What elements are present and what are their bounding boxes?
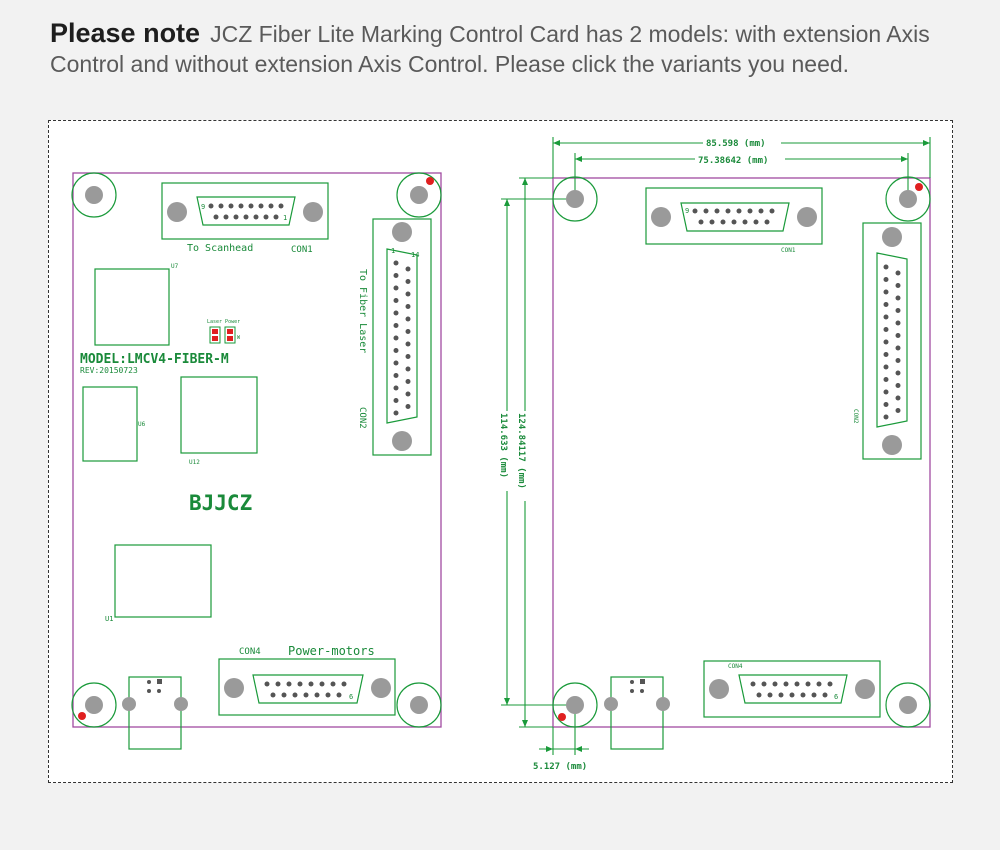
right-con4-connector: 6 CON4 <box>703 660 881 718</box>
left-brand-text: BJJCZ <box>189 491 252 515</box>
left-u1-label: U1 <box>105 615 113 623</box>
right-con2-connector: CON2 <box>852 222 922 460</box>
left-con1-pin1: 1 <box>283 214 287 222</box>
right-dim-offset-text: 5.127 (mm) <box>533 762 587 772</box>
note-text: JCZ Fiber Lite Marking Control Card has … <box>50 21 930 77</box>
left-led-small-label: W <box>237 335 241 341</box>
right-con1-pin9: 9 <box>685 207 689 215</box>
left-con4-caption: Power-motors <box>288 644 375 658</box>
right-dim-height-outer: 114.633 (mm) <box>498 198 575 706</box>
right-mounting-hole-tr <box>885 176 931 222</box>
left-mounting-hole-tr <box>396 172 442 218</box>
left-rev-text: REV:20150723 <box>80 366 138 375</box>
left-u6-chip <box>82 386 138 462</box>
right-con4-label: CON4 <box>728 663 743 670</box>
left-con2-connector: 1 14 To Fiber Laser CON2 <box>357 218 432 456</box>
left-u12-chip <box>180 376 258 454</box>
left-mounting-hole-tl <box>71 172 117 218</box>
left-con2-pin14: 14 <box>411 251 419 259</box>
left-con1-pin9: 9 <box>201 203 205 211</box>
left-con1-caption: To Scanhead <box>187 243 253 254</box>
right-dim-width-outer-text: 85.598 (mm) <box>706 139 766 149</box>
left-u12-label: U12 <box>189 459 200 466</box>
left-con4-pin6: 6 <box>349 693 353 701</box>
left-pcb-outline <box>72 172 442 728</box>
right-pcb-outline <box>552 177 931 728</box>
left-con4-label: CON4 <box>239 647 261 657</box>
right-dim-height-outer-text: 114.633 (mm) <box>498 413 508 478</box>
left-mounting-hole-br <box>396 682 442 728</box>
right-mounting-hole-tl <box>552 176 598 222</box>
right-mounting-hole-bl <box>552 682 598 728</box>
left-u1-chip <box>114 544 212 618</box>
left-con1-connector: 9 1 To Scanhead CON1 <box>161 182 329 255</box>
left-mounting-hole-bl <box>71 682 117 728</box>
right-dim-width-inner: 75.38642 (mm) <box>574 153 909 195</box>
left-board: 9 1 To Scanhead CON1 1 14 To Fiber Laser… <box>71 172 442 750</box>
left-con2-label: CON2 <box>357 407 367 429</box>
left-con2-pin1: 1 <box>391 247 395 255</box>
left-led-label: Laser Power <box>207 319 240 325</box>
right-usb-connector <box>604 676 670 750</box>
left-con1-label: CON1 <box>291 245 313 255</box>
right-mounting-hole-br <box>885 682 931 728</box>
right-dim-width-inner-text: 75.38642 (mm) <box>698 156 768 166</box>
right-board: 85.598 (mm) 75.38642 (mm) 114.633 (mm) 1… <box>498 136 931 772</box>
right-dim-height-inner-text: 124.84117 (mm) <box>516 413 526 489</box>
left-model-text: MODEL:LMCV4-FIBER-M <box>80 352 229 367</box>
left-usb-connector <box>122 676 188 750</box>
right-dim-width-outer: 85.598 (mm) <box>552 136 931 178</box>
right-con2-label: CON2 <box>852 409 859 424</box>
left-con4-connector: 6 CON4 Power-motors <box>218 644 396 716</box>
left-u7-chip <box>94 268 170 346</box>
left-con2-caption: To Fiber Laser <box>357 269 368 353</box>
right-con1-connector: 9 CON1 <box>645 187 823 254</box>
right-con1-label: CON1 <box>781 247 796 254</box>
right-dim-height-inner: 124.84117 (mm) <box>516 177 553 728</box>
left-laser-power-leds: Laser Power W <box>207 319 241 344</box>
left-u6-label: U6 <box>138 421 146 428</box>
board-drawings: 9 1 To Scanhead CON1 1 14 To Fiber Laser… <box>71 136 931 772</box>
diagram-frame: 9 1 To Scanhead CON1 1 14 To Fiber Laser… <box>48 120 953 783</box>
right-con4-pin6: 6 <box>834 693 838 701</box>
left-u7-label: U7 <box>171 263 179 270</box>
note-title: Please note <box>50 18 201 48</box>
